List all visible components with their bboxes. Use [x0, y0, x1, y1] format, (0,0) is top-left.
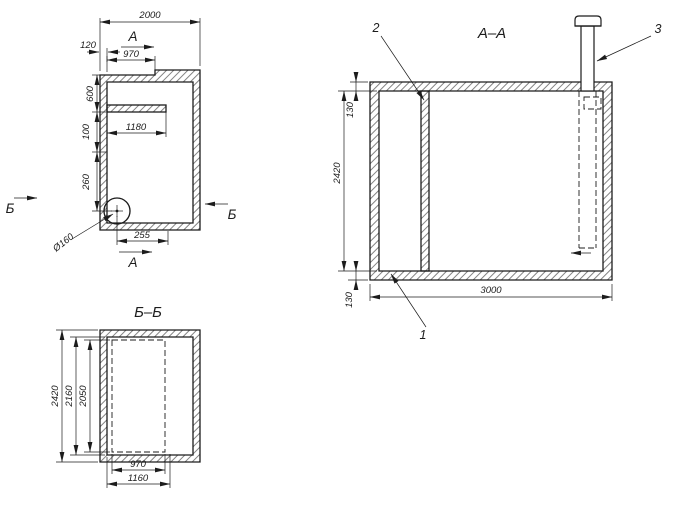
aa-pipe-clamp	[583, 96, 602, 110]
aa-vent-cap	[574, 15, 602, 27]
bb-dim-2160-label: 2160	[64, 385, 75, 408]
aa-dim-3000-label: 3000	[480, 285, 502, 296]
plan-section-marker-a-bottom: А	[119, 249, 153, 270]
section-bb-title: Б–Б	[134, 304, 162, 321]
bb-dim-970-label: 970	[130, 459, 147, 470]
bb-opening-hidden	[111, 339, 166, 453]
plan-dim-dia160-label: Ø160	[50, 231, 76, 255]
plan-dim-260-label: 260	[81, 173, 92, 191]
bb-dim-2050-label: 2050	[78, 385, 89, 408]
section-bb-view: Б–Б 2420 2160 2050	[50, 304, 201, 488]
plan-dim-970-label: 970	[123, 49, 140, 60]
plan-marker-b-right-label: Б	[228, 207, 237, 222]
bb-dim-2160-group: 2160	[64, 336, 105, 456]
bb-dim-1160-label: 1160	[128, 473, 149, 484]
plan-view: 2000 А 120 970	[6, 10, 237, 270]
plan-dim-2000-label: 2000	[138, 10, 161, 21]
plan-dim-100-label: 100	[81, 123, 92, 140]
plan-dim-970-group: 970	[106, 49, 156, 72]
bb-dim-1160-group: 1160	[106, 454, 171, 488]
plan-marker-a-bottom-label: А	[127, 255, 137, 270]
plan-marker-b-left-label: Б	[6, 201, 15, 216]
aa-callout-1: 1	[390, 273, 427, 342]
bb-dim-970-group: 970	[111, 454, 166, 474]
plan-dim-255-label: 255	[133, 230, 151, 241]
aa-callout-3: 3	[596, 22, 662, 62]
plan-dim-2000-group: 2000	[99, 10, 201, 71]
aa-walls	[369, 81, 613, 281]
aa-callout-3-label: 3	[655, 22, 662, 36]
plan-dim-1180-label: 1180	[126, 122, 147, 133]
aa-callout-1-label: 1	[420, 328, 427, 342]
bb-dim-2420-group: 2420	[50, 329, 98, 463]
plan-marker-a-top-label: А	[127, 29, 137, 44]
plan-dim-1180-group: 1180	[106, 112, 167, 137]
aa-dim-130-bottom-label: 130	[344, 291, 355, 308]
aa-dim-2420-label: 2420	[332, 162, 343, 185]
section-aa-title: А–А	[477, 25, 506, 42]
aa-callout-2-label: 2	[372, 21, 380, 35]
bb-walls	[99, 329, 201, 463]
plan-left-dim-chain: 600 100 260	[81, 74, 112, 212]
bb-dim-2420-label: 2420	[50, 385, 61, 408]
plan-section-marker-a-top: А	[121, 29, 155, 50]
section-aa-view: А–А 2 3 1	[332, 15, 662, 342]
plan-dim-255-group: 255	[116, 216, 169, 245]
aa-dim-130-top-label: 130	[345, 101, 356, 118]
plan-section-marker-b-right: Б	[204, 201, 237, 222]
plan-dim-600-label: 600	[85, 85, 96, 102]
aa-vent-stem	[580, 25, 595, 92]
bb-dim-2050-group: 2050	[78, 339, 110, 453]
aa-vent-pipe-hidden	[570, 91, 602, 256]
plan-section-marker-b-left: Б	[6, 195, 38, 216]
plan-dim-120-label: 120	[80, 40, 97, 51]
aa-callout-2: 2	[372, 21, 425, 101]
plan-walls	[99, 69, 201, 231]
plan-partition-wall	[106, 104, 167, 113]
aa-dim-130-bottom-group: 130	[344, 261, 368, 308]
aa-dim-3000-group: 3000	[369, 284, 613, 301]
aa-partition-wall	[420, 90, 430, 272]
